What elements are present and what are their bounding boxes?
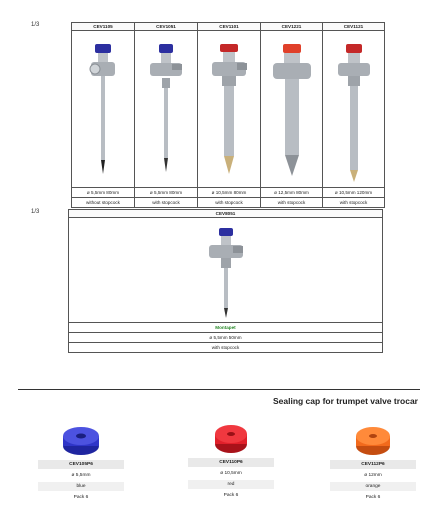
cap-color-name: red <box>188 480 274 489</box>
trocar-image <box>272 44 311 176</box>
cap-size: ø 12mm <box>364 473 382 478</box>
size-cell: ø 10,5mm 120mm <box>322 187 385 198</box>
trocar-image-cell <box>134 30 198 188</box>
product-name: Montapet <box>68 322 383 333</box>
table-header-row: CEV1105 CEV1051 CEV1101 CEV1221 CEV1121 <box>71 22 385 31</box>
stopcock-cell: with stopcock <box>68 342 383 353</box>
stopcock-cell: with stopcock <box>322 197 385 208</box>
cap-size: ø 10,5mm <box>220 471 242 476</box>
cap-pack: Pack 6 <box>73 495 89 500</box>
size-cell: ø 10,5mm 80mm <box>197 187 261 198</box>
trocar-image-cell <box>71 30 135 188</box>
cap-pack: Pack 6 <box>223 493 239 498</box>
product-code: CEV1051 <box>134 22 198 31</box>
section-label-bottom: 1/3 <box>31 209 40 215</box>
trocar-image-cell <box>68 217 383 323</box>
image-row <box>71 30 385 188</box>
stopcock-row: without stopcock with stopcock with stop… <box>71 197 385 208</box>
sealing-cap-item: CEV105P6 ø 5,5mm blue Pack 6 <box>38 424 124 502</box>
trocar-table-top: CEV1105 CEV1051 CEV1101 CEV1221 CEV1121 <box>71 22 385 208</box>
size-cell: ø 5,5mm 80mm <box>71 187 135 198</box>
stopcock-cell: without stopcock <box>71 197 135 208</box>
cap-code: CEV105P6 <box>38 460 124 469</box>
stopcock-cell: with stopcock <box>260 197 323 208</box>
stopcock-cell: with stopcock <box>134 197 198 208</box>
product-code: CEV1121 <box>322 22 385 31</box>
size-cell: ø 5,5mm 80mm <box>134 187 198 198</box>
size-row: ø 5,5mm 80mm ø 5,5mm 80mm ø 10,5mm 80mm … <box>71 187 385 198</box>
product-code: CEV1221 <box>260 22 323 31</box>
trocar-image <box>208 228 243 318</box>
sealing-cap-item: CEV110P6 ø 10,5mm red Pack 6 <box>188 422 274 500</box>
cap-pack: Pack 6 <box>365 495 381 500</box>
sealing-cap-image <box>215 425 247 453</box>
stopcock-cell: with stopcock <box>197 197 261 208</box>
trocar-image <box>212 44 247 174</box>
cap-color-name: orange <box>330 482 416 491</box>
product-code: CEV1105 <box>71 22 135 31</box>
sealing-cap-image <box>356 427 390 455</box>
cap-code: CEV110P6 <box>188 458 274 467</box>
trocar-image <box>150 44 182 172</box>
trocar-image <box>337 44 370 182</box>
sealing-cap-image <box>63 427 99 455</box>
product-code: CEV1101 <box>197 22 261 31</box>
cap-color-name: blue <box>38 482 124 491</box>
size-cell: ø 5,5mm 50mm <box>68 332 383 343</box>
cap-code: CEV112P6 <box>330 460 416 469</box>
product-code: CEV8051 <box>68 209 383 218</box>
sealing-cap-item: CEV112P6 ø 12mm orange Pack 6 <box>330 424 416 502</box>
trocar-table-bottom: CEV8051 Montapet ø 5,5mm 50mm with stopc… <box>68 209 383 353</box>
trocar-image-cell <box>197 30 261 188</box>
trocar-image-cell <box>260 30 323 188</box>
section-label-top: 1/3 <box>31 22 40 28</box>
size-cell: ø 12,5mm 80mm <box>260 187 323 198</box>
trocar-image <box>89 44 115 174</box>
section-divider <box>18 389 420 390</box>
section-title: Sealing cap for trumpet valve trocar <box>272 396 418 406</box>
cap-size: ø 5,5mm <box>71 473 91 478</box>
trocar-image-cell <box>322 30 385 188</box>
